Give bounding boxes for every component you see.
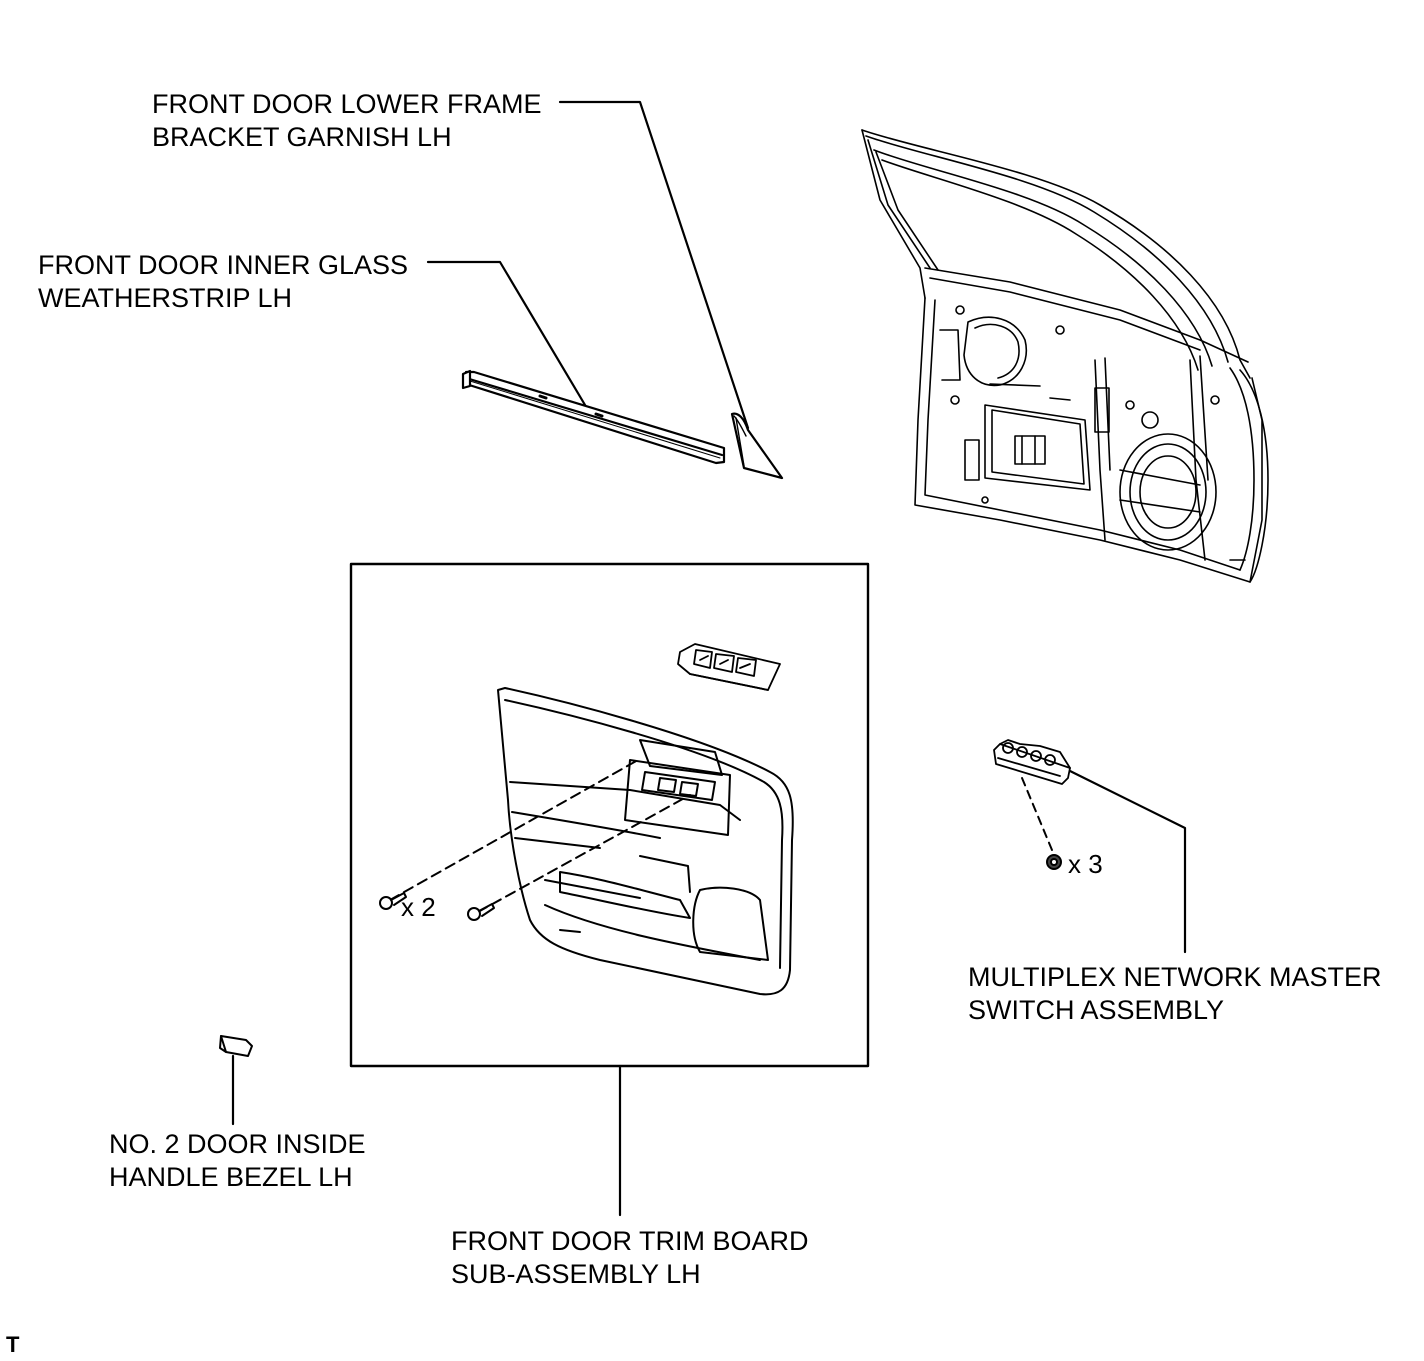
screw-icon [1046,854,1062,870]
corner-mark: T [6,1332,20,1357]
label-master-switch-line1: MULTIPLEX NETWORK MASTER [968,962,1382,992]
label-master-switch-line2: SWITCH ASSEMBLY [968,995,1225,1025]
garnish-part [730,412,784,480]
clip-icon [379,892,407,910]
label-weatherstrip-line2: WEATHERSTRIP LH [38,283,293,313]
label-garnish: FRONT DOOR LOWER FRAME BRACKET GARNISH L… [152,88,542,154]
handle-bezel-part [219,1035,253,1057]
trim-board-frame [349,562,870,1068]
label-trim-board-line1: FRONT DOOR TRIM BOARD [451,1226,809,1256]
leader-garnish [558,100,750,430]
label-garnish-line1: FRONT DOOR LOWER FRAME [152,89,542,119]
trim-switch-part [677,643,781,691]
dashed-line-switch [1021,777,1053,851]
label-master-switch: MULTIPLEX NETWORK MASTER SWITCH ASSEMBLY [968,961,1382,1027]
label-trim-board: FRONT DOOR TRIM BOARD SUB-ASSEMBLY LH [451,1225,809,1291]
weatherstrip-part [461,369,726,465]
label-bezel-line1: NO. 2 DOOR INSIDE [109,1129,366,1159]
trim-board-part [497,687,794,996]
clip-icon [467,903,495,921]
qty-trim-screws: x 2 [401,892,436,922]
dashed-line-clip-1 [389,759,639,901]
label-trim-board-line2: SUB-ASSEMBLY LH [451,1259,701,1289]
master-switch-part [993,739,1071,785]
dashed-line-clip-2 [477,794,691,913]
label-weatherstrip-line1: FRONT DOOR INNER GLASS [38,250,409,280]
label-garnish-line2: BRACKET GARNISH LH [152,122,452,152]
label-weatherstrip: FRONT DOOR INNER GLASS WEATHERSTRIP LH [38,249,408,315]
qty-switch-screws: x 3 [1068,849,1103,879]
label-bezel-line2: HANDLE BEZEL LH [109,1162,353,1192]
door-panel-part [861,129,1269,583]
leader-master-switch [1066,768,1187,954]
leader-weatherstrip [426,260,590,412]
label-bezel: NO. 2 DOOR INSIDE HANDLE BEZEL LH [109,1128,366,1194]
